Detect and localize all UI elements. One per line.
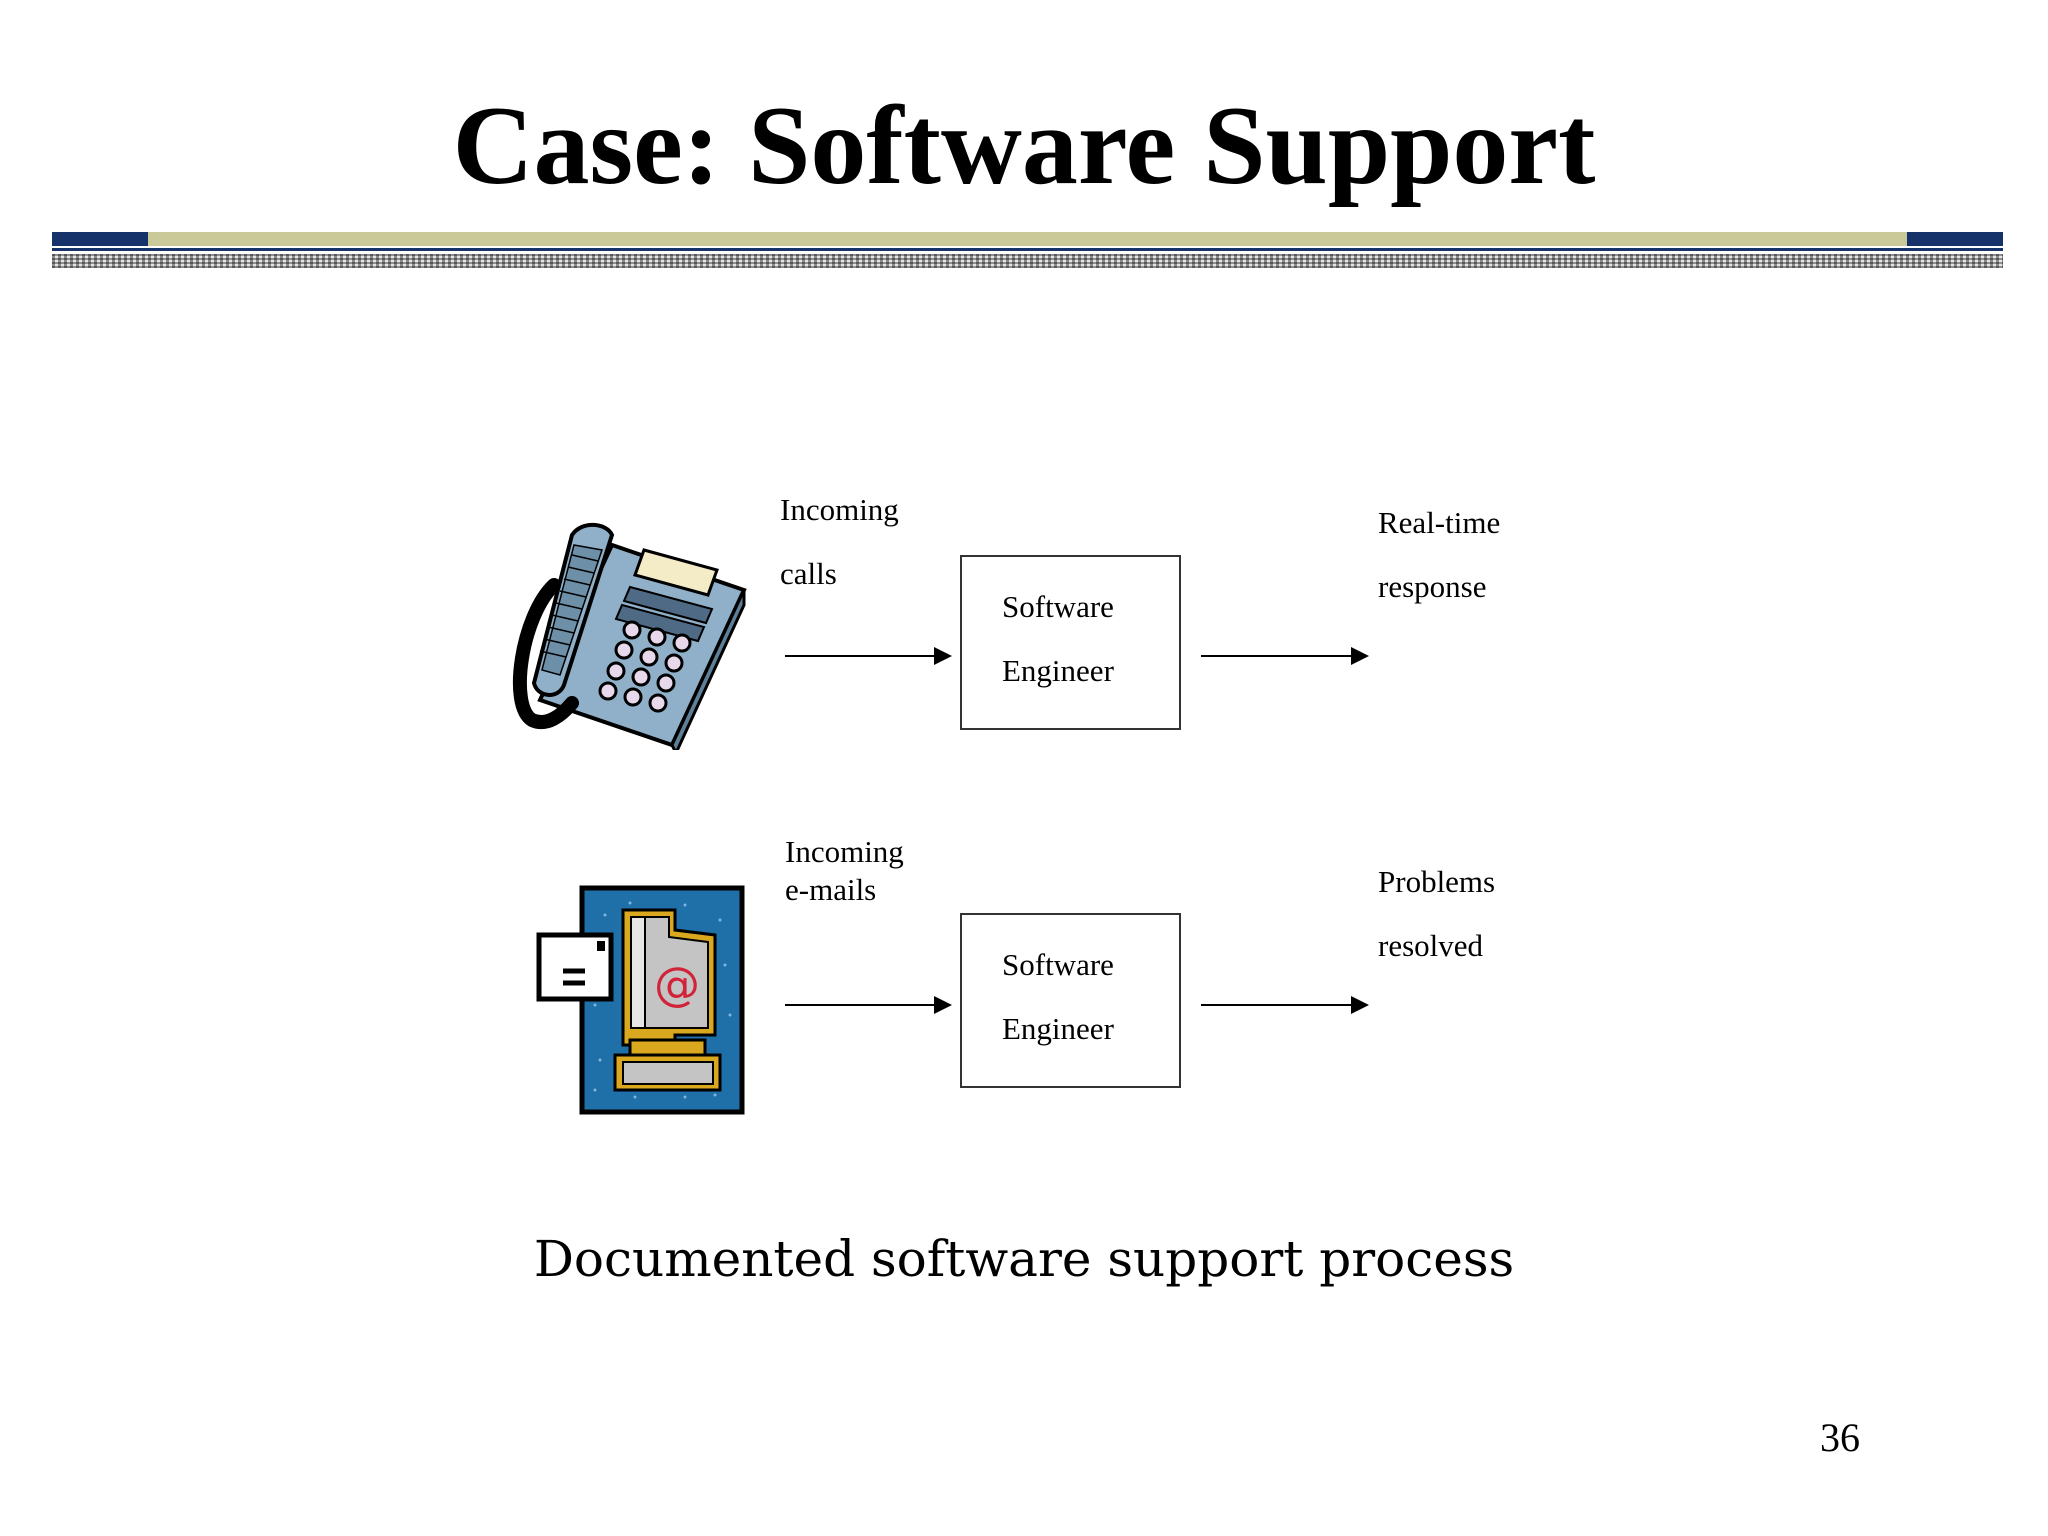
svg-text:@: @ xyxy=(654,957,700,1011)
row1-input-arrow xyxy=(785,647,952,665)
row2-box-label-line2: Engineer xyxy=(1002,1011,1114,1046)
row2-input-arrow xyxy=(785,996,952,1014)
row1-input-label-line2: calls xyxy=(780,556,837,591)
row2-input-label-line2: e-mails xyxy=(785,872,877,907)
row1-process-box: Software Engineer xyxy=(960,555,1181,730)
row2-output-arrow xyxy=(1201,996,1369,1014)
row2-process-box: Software Engineer xyxy=(960,913,1181,1088)
row1-output-arrow xyxy=(1201,647,1369,665)
page-number: 36 xyxy=(1820,1415,1860,1460)
row1-input-label-line1: Incoming xyxy=(780,492,899,527)
email-computer-icon: @ xyxy=(536,885,745,1115)
title-rule xyxy=(52,232,2003,272)
slide-title: Case: Software Support xyxy=(452,84,1596,208)
row2-output-label-line1: Problems xyxy=(1378,864,1496,899)
row2-output-label-line2: resolved xyxy=(1378,928,1484,963)
diagram-caption: Documented software support process xyxy=(533,1230,1515,1288)
row2-input-label-line1: Incoming xyxy=(785,834,904,869)
row1-box-label-line1: Software xyxy=(1002,589,1114,624)
row2-box-label-line1: Software xyxy=(1002,947,1114,982)
telephone-icon xyxy=(513,522,747,750)
row1-output-label-line1: Real-time xyxy=(1378,505,1501,540)
row1-box-label-line2: Engineer xyxy=(1002,653,1114,688)
row1-output-label-line2: response xyxy=(1378,569,1487,604)
